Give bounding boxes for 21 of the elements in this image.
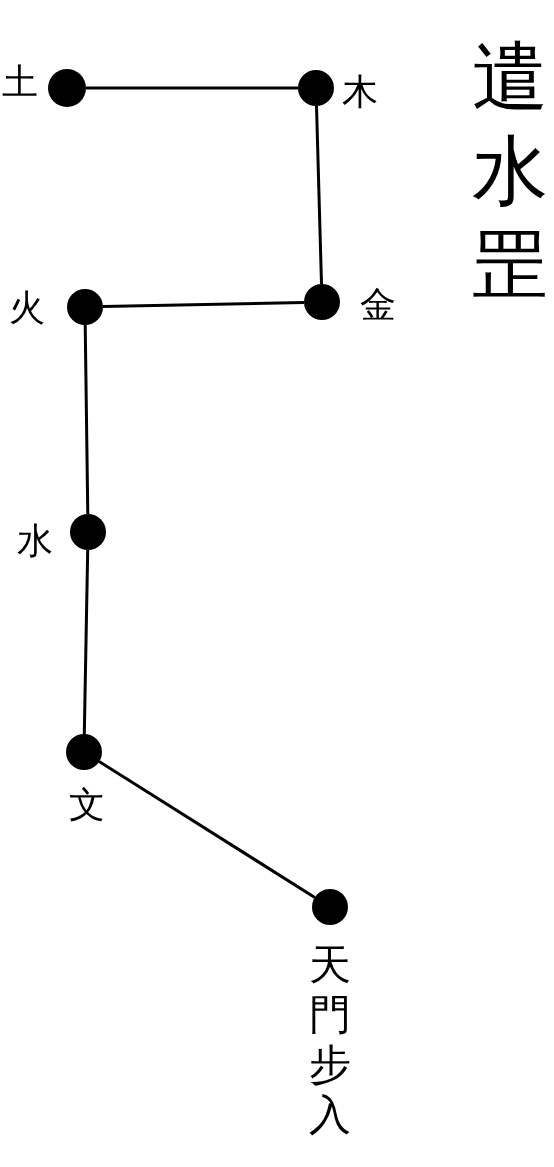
connector-line — [82, 549, 90, 735]
dot-marker — [298, 70, 334, 106]
node-label: 火 — [9, 290, 45, 326]
connector-line — [102, 300, 305, 309]
node-label: 土 — [2, 64, 38, 100]
connector-line — [86, 86, 298, 90]
dot-marker — [67, 289, 103, 325]
connector-line — [315, 105, 323, 285]
node-label: 天門步入 — [308, 940, 352, 1140]
connector-line — [83, 324, 90, 515]
node-label: 水 — [17, 523, 53, 559]
node-label: 木 — [342, 74, 378, 110]
dot-marker — [304, 284, 340, 320]
node-label: 金 — [360, 287, 396, 323]
dot-marker — [48, 69, 86, 107]
dot-marker — [70, 514, 106, 550]
dot-marker — [312, 889, 348, 925]
node-label: 文 — [69, 787, 105, 823]
connector-line — [98, 760, 316, 899]
dot-marker — [66, 734, 102, 770]
title: 遣水罡 — [470, 31, 549, 311]
